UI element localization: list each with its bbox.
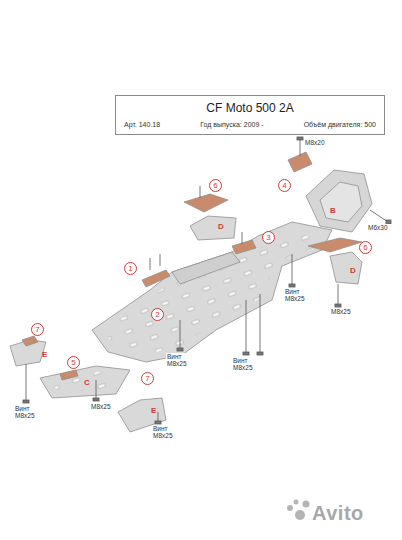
plate-ridge <box>172 252 240 284</box>
part-letter: B <box>330 206 336 215</box>
plate-d-left <box>190 216 236 240</box>
callout-number: 1 <box>124 262 137 275</box>
bracket-6-left <box>184 194 228 212</box>
info-text: Объём двигателя: 500 <box>304 121 376 128</box>
callout-number: 6 <box>209 179 222 192</box>
plate-slots <box>104 232 318 354</box>
part-letter: D <box>350 266 356 275</box>
bolt-spec: M8x25 <box>330 308 362 315</box>
bracket-6-right <box>308 238 362 252</box>
callout-number: 3 <box>262 231 275 244</box>
bolt-spec: Винт M8x25 <box>14 405 46 419</box>
bracket-3 <box>232 240 256 254</box>
callout-number: 2 <box>151 308 164 321</box>
bolt-spec: Винт M8x25 <box>232 357 264 371</box>
part-letter: C <box>84 378 90 387</box>
plate-c <box>40 366 130 398</box>
screws <box>23 137 391 424</box>
info-text: Год выпуска: 2009 - <box>200 121 263 128</box>
part-letter: E <box>42 350 47 359</box>
bolt-spec: Винт M8x25 <box>166 353 198 367</box>
bolt-spec: Винт M8x25 <box>284 288 316 302</box>
bracket-1 <box>142 270 170 287</box>
main-skid-plate <box>92 222 332 362</box>
avito-logo <box>287 500 310 521</box>
bolt-spec: M8x20 <box>304 139 336 146</box>
callout-number: 5 <box>67 356 80 369</box>
part-letter: D <box>218 222 224 231</box>
info-text: Арт. 140.18 <box>124 121 160 128</box>
plate-b <box>306 170 372 232</box>
plate-d-right <box>330 252 362 284</box>
bracket-7-left <box>22 336 38 346</box>
bolt-spec: M8x25 <box>90 403 122 410</box>
callout-number: 7 <box>141 372 154 385</box>
diagram-title: CF Moto 500 2A <box>124 101 376 115</box>
bolt-spec: Винт M8x25 <box>152 425 184 439</box>
part-letter: E <box>151 406 156 415</box>
bolt-spec: M6x30 <box>367 224 399 231</box>
callout-number: 7 <box>31 323 44 336</box>
bracket-5 <box>60 370 78 380</box>
title-box: CF Moto 500 2A Арт. 140.18 Год выпуска: 20… <box>115 95 385 135</box>
plate-b-face <box>320 182 362 222</box>
callout-number: 4 <box>278 179 291 192</box>
info-row: Арт. 140.18 Год выпуска: 2009 - Объём двиг… <box>124 121 376 128</box>
callout-number: 6 <box>359 241 372 254</box>
watermark: Avito <box>312 502 364 525</box>
